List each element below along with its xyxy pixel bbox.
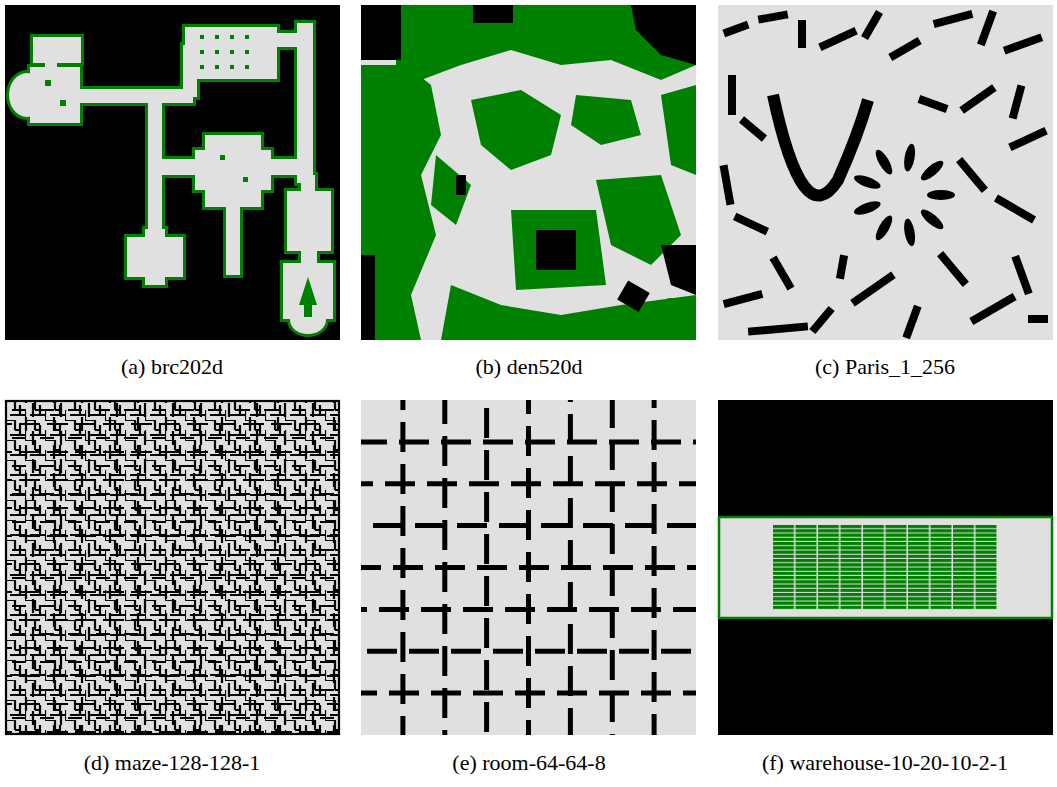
map-brc202d	[5, 5, 340, 340]
map-maze	[5, 400, 340, 735]
map-warehouse	[718, 400, 1053, 735]
panel-caption: (c) Paris_1_256	[815, 354, 955, 380]
panel-caption: (f) warehouse-10-20-10-2-1	[762, 750, 1008, 776]
map-den520d	[361, 5, 696, 340]
map-room	[361, 400, 696, 735]
panel-caption: (d) maze-128-128-1	[84, 750, 261, 776]
map-paris	[718, 5, 1053, 340]
panel-caption: (e) room-64-64-8	[452, 750, 605, 776]
panel-caption: (b) den520d	[476, 354, 583, 380]
panel-caption: (a) brc202d	[121, 354, 223, 380]
